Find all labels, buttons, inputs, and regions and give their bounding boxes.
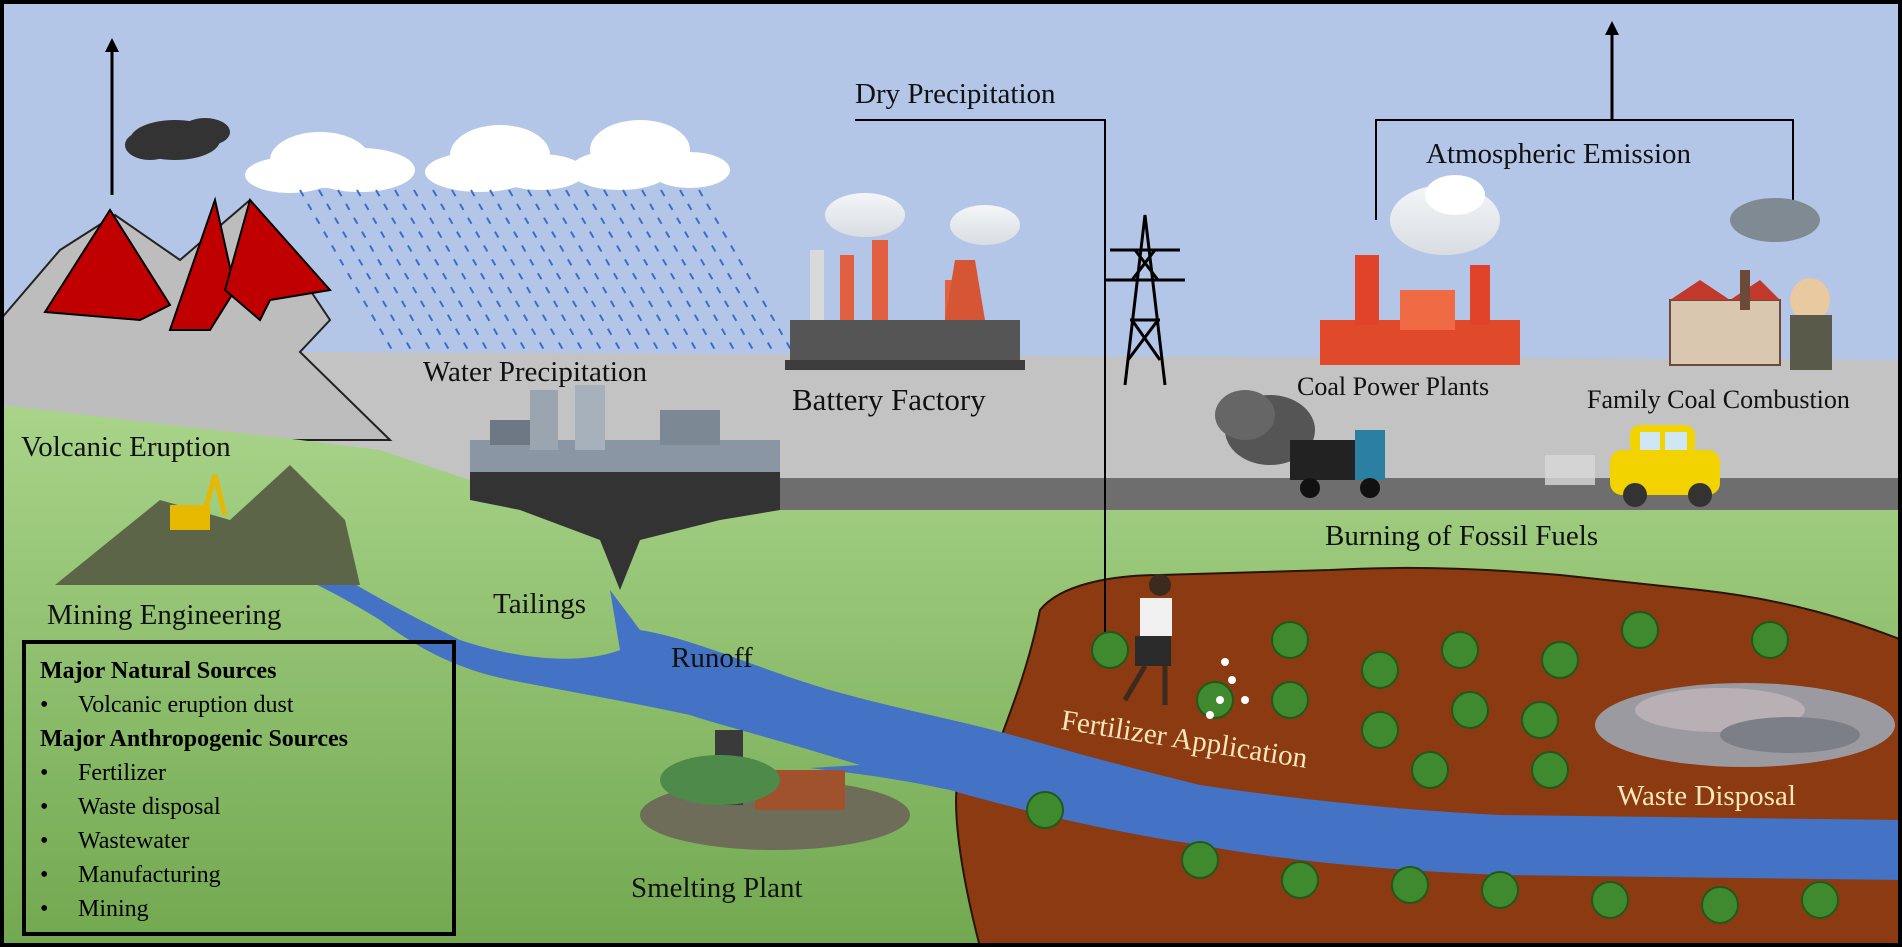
label-waste-disposal: Waste Disposal [1617, 780, 1796, 812]
label-smelting-plant: Smelting Plant [631, 872, 803, 904]
crop-plant [1751, 621, 1789, 659]
legend-bullet: • [40, 828, 48, 854]
dry-precipitation-line [855, 119, 1106, 640]
legend-anthropogenic-item: Mining [78, 896, 149, 922]
crop-plant [1091, 631, 1129, 669]
legend-natural-item: Volcanic eruption dust [78, 692, 294, 718]
label-burning-fossil-fuels: Burning of Fossil Fuels [1325, 520, 1598, 552]
crop-plant [1361, 711, 1399, 749]
legend-box [22, 640, 456, 936]
crop-plant [1451, 691, 1489, 729]
label-coal-power-plants: Coal Power Plants [1297, 372, 1489, 401]
crop-plant [1481, 871, 1519, 909]
legend-anthropogenic-item: Fertilizer [78, 760, 166, 786]
power-pylon-icon [1105, 214, 1185, 386]
crop-plant [1441, 631, 1479, 669]
water-plant-icon [470, 385, 780, 590]
crop-plant [1026, 791, 1064, 829]
legend-bullet: • [40, 862, 48, 888]
atmospheric-emission-bracket [1375, 119, 1794, 220]
volcano-peak-3 [223, 197, 332, 322]
crop-plants [1026, 611, 1839, 924]
atmospheric-arrow-head-icon [1605, 21, 1619, 35]
family-coal-combustion-icon [1669, 198, 1832, 370]
crop-plant [1531, 751, 1569, 789]
legend-bullet: • [40, 794, 48, 820]
crop-plant [1591, 881, 1629, 919]
legend-bullet: • [40, 692, 48, 718]
crop-plant [1391, 866, 1429, 904]
car-icon [1545, 425, 1720, 507]
coal-power-plant-icon [1320, 175, 1520, 365]
mining-hill-icon [55, 465, 360, 585]
label-atmospheric-emission: Atmospheric Emission [1426, 138, 1692, 170]
crop-plant [1361, 651, 1399, 689]
rain-clouds-icon [245, 120, 730, 193]
crop-plant [1271, 621, 1309, 659]
smelting-plant-icon [640, 730, 910, 850]
label-battery-factory: Battery Factory [792, 382, 986, 417]
crop-plant [1621, 611, 1659, 649]
farmer-icon [1122, 574, 1249, 719]
label-dry-precipitation: Dry Precipitation [855, 78, 1056, 110]
road [770, 478, 1902, 510]
crop-plant [1521, 701, 1559, 739]
legend-anthropogenic-item: Wastewater [78, 828, 189, 854]
crop-plant [1281, 861, 1319, 899]
river [140, 520, 1902, 880]
legend-bullet: • [40, 896, 48, 922]
legend-natural-heading: Major Natural Sources [40, 658, 276, 684]
volcano-arrow-head-icon [105, 38, 119, 52]
legend-anthropogenic-heading: Major Anthropogenic Sources [40, 726, 348, 752]
legend-anthropogenic-item: Waste disposal [78, 794, 221, 820]
volcano-peak-1 [43, 208, 172, 322]
label-water-precipitation: Water Precipitation [423, 356, 647, 388]
crop-plant [1411, 751, 1449, 789]
battery-factory-icon [785, 193, 1025, 370]
crop-plant [1181, 841, 1219, 879]
label-family-coal-combustion: Family Coal Combustion [1587, 385, 1850, 414]
legend-anthropogenic-item: Manufacturing [78, 862, 221, 888]
waste-heap-icon [1595, 683, 1895, 767]
crop-plant [1196, 681, 1234, 719]
legend-bullet: • [40, 760, 48, 786]
label-volcanic-eruption: Volcanic Eruption [21, 431, 231, 463]
crop-plant [1541, 641, 1579, 679]
label-mining-engineering: Mining Engineering [47, 599, 281, 631]
crop-plant [1801, 881, 1839, 919]
ash-cloud-icon [125, 118, 230, 160]
crop-plant [1701, 886, 1739, 924]
label-tailings: Tailings [493, 588, 586, 620]
truck-icon [1215, 390, 1385, 498]
label-runoff: Runoff [671, 642, 753, 674]
crop-plant [1271, 681, 1309, 719]
